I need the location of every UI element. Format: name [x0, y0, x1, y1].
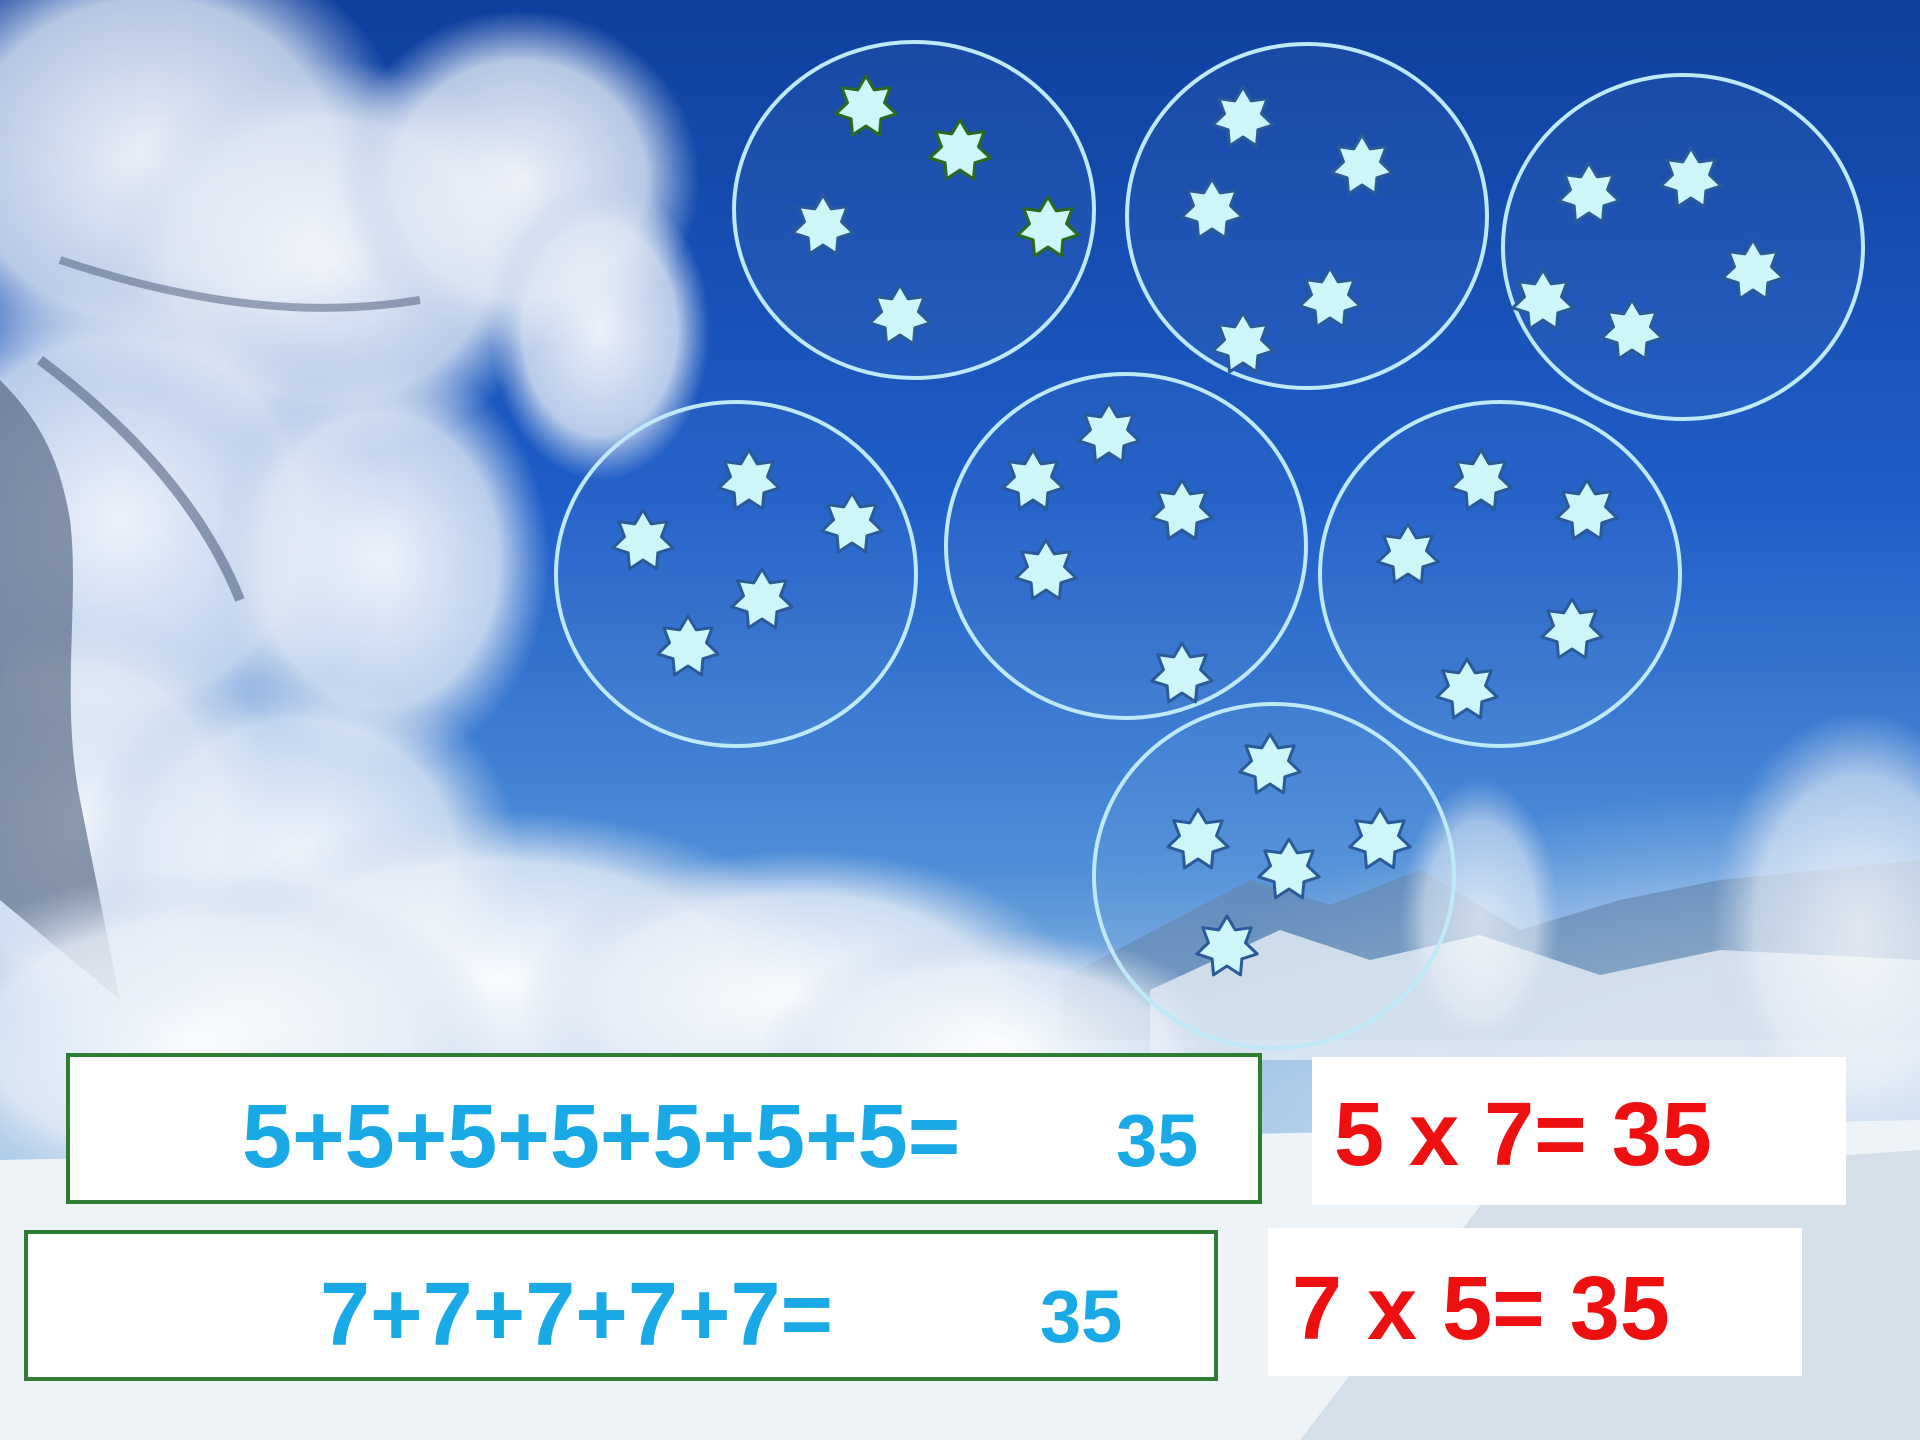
product-7x5-box: 7 х 5= 35	[1268, 1228, 1802, 1376]
group-circle	[1318, 400, 1682, 748]
snowy-bushes	[0, 710, 1920, 1210]
star-icon	[1330, 133, 1394, 196]
star-group-2	[1125, 42, 1489, 390]
star-icon	[1180, 177, 1244, 240]
star-icon	[834, 74, 898, 137]
star-icon	[1014, 538, 1078, 601]
star-icon	[1540, 597, 1604, 660]
star-icon	[717, 448, 781, 511]
group-circle	[1125, 42, 1489, 390]
star-icon	[1211, 311, 1275, 374]
star-group-4	[554, 400, 918, 748]
star-icon	[1449, 448, 1513, 511]
star-icon	[1195, 914, 1259, 977]
product-5x7-box: 5 х 7= 35	[1312, 1057, 1846, 1205]
star-group-3	[1501, 73, 1865, 421]
star-group-1	[732, 40, 1096, 380]
sum-of-sevens-result: 35	[1040, 1275, 1123, 1358]
sum-of-sevens-box: 7+7+7+7+7= 35	[24, 1230, 1218, 1381]
star-icon	[1659, 146, 1723, 209]
star-icon	[1016, 195, 1080, 258]
star-icon	[1511, 268, 1575, 331]
star-icon	[868, 283, 932, 346]
star-icon	[1001, 448, 1065, 511]
star-icon	[791, 193, 855, 256]
star-icon	[1435, 657, 1499, 720]
star-icon	[1150, 478, 1214, 541]
star-icon	[1166, 807, 1230, 870]
product-7x5-text: 7 х 5= 35	[1292, 1259, 1670, 1359]
star-icon	[820, 491, 884, 554]
sum-of-fives-box: 5+5+5+5+5+5+5= 35	[66, 1053, 1262, 1204]
star-group-6	[1318, 400, 1682, 748]
star-icon	[1298, 266, 1362, 329]
product-5x7-text: 5 х 7= 35	[1334, 1085, 1712, 1185]
star-icon	[1257, 837, 1321, 900]
star-groups	[554, 40, 1865, 1050]
star-icon	[1077, 401, 1141, 464]
sum-of-sevens-expression: 7+7+7+7+7=	[320, 1265, 834, 1365]
star-icon	[1150, 641, 1214, 704]
star-group-7	[1092, 702, 1456, 1050]
star-icon	[1721, 238, 1785, 301]
group-circle	[554, 400, 918, 748]
star-icon	[1557, 161, 1621, 224]
group-circle	[1501, 73, 1865, 421]
star-icon	[928, 118, 992, 181]
star-icon	[1348, 807, 1412, 870]
star-icon	[1211, 85, 1275, 148]
star-icon	[656, 614, 720, 677]
star-icon	[1600, 298, 1664, 361]
sum-of-fives-result: 35	[1116, 1099, 1199, 1182]
sum-of-fives-expression: 5+5+5+5+5+5+5=	[242, 1087, 961, 1187]
star-icon	[730, 567, 794, 630]
star-icon	[611, 508, 675, 571]
group-circle	[732, 40, 1096, 380]
star-icon	[1238, 732, 1302, 795]
star-icon	[1376, 522, 1440, 585]
star-icon	[1555, 478, 1619, 541]
star-group-5	[944, 372, 1308, 720]
